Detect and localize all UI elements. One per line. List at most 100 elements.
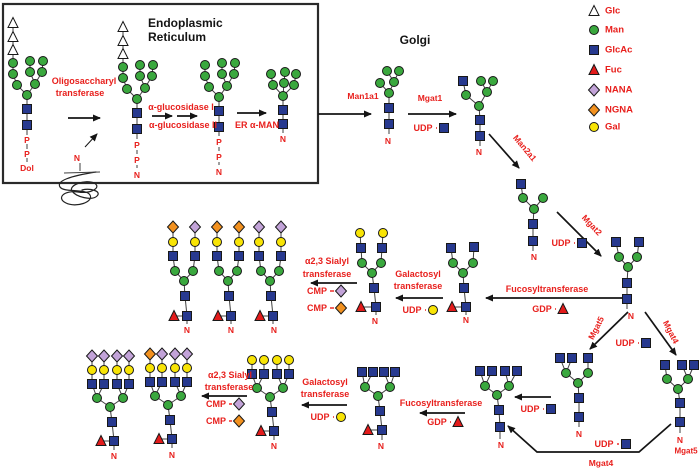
gal-icon xyxy=(276,237,286,247)
label-n: N xyxy=(280,134,286,144)
nana-icon xyxy=(97,349,111,363)
glcnac-icon xyxy=(371,302,381,312)
glcnac-icon xyxy=(528,236,538,246)
golgi-title: Golgi xyxy=(399,33,431,47)
gal-icon xyxy=(168,237,178,247)
man-icon xyxy=(278,91,288,101)
glcnac-icon xyxy=(574,393,584,403)
glcnac-icon xyxy=(555,353,565,363)
mgat5-product-glycan xyxy=(555,353,593,422)
sialylated-tetra-nana-glycan xyxy=(85,349,136,446)
donor-udp-gal: UDP xyxy=(310,412,346,422)
label-glucosidase-i: α-glucosidase I xyxy=(148,102,214,112)
nana-icon xyxy=(232,397,246,411)
label-transferase: transferase xyxy=(301,389,350,399)
label-n: N xyxy=(134,170,140,180)
man-icon xyxy=(105,402,115,412)
man-icon xyxy=(132,94,142,104)
donor-label: UDP xyxy=(310,412,329,422)
man-icon xyxy=(373,391,383,401)
glcnac-icon xyxy=(461,302,471,312)
man-icon xyxy=(8,69,18,79)
donor-label: UDP xyxy=(402,305,421,315)
glcnac-icon xyxy=(276,251,286,261)
glcnac-icon xyxy=(660,360,670,370)
man-icon xyxy=(37,67,47,77)
label-p: P xyxy=(134,140,140,150)
er-trimmed-glycan xyxy=(266,67,301,129)
fuc-icon xyxy=(255,424,267,436)
man-icon xyxy=(135,60,145,70)
ngna-icon xyxy=(232,220,246,234)
man-icon xyxy=(223,276,233,286)
man-icon xyxy=(222,81,232,91)
glcnac-icon xyxy=(375,406,385,416)
legend-label: NANA xyxy=(605,85,633,96)
label-n: N xyxy=(378,441,384,451)
label-galactosyl: Galactosyl xyxy=(302,377,348,387)
donor-udp-glcnac: UDP xyxy=(551,238,587,248)
glcnac-icon xyxy=(475,131,485,141)
man-icon xyxy=(229,69,239,79)
man-icon xyxy=(488,76,498,86)
man-icon xyxy=(217,69,227,79)
label-er-man: ER α-MAN xyxy=(235,120,279,130)
glcnac-icon xyxy=(145,377,155,387)
glcnac-icon xyxy=(369,283,379,293)
gal-icon xyxy=(124,365,134,375)
glcnac-icon xyxy=(182,377,192,387)
glcnac-icon xyxy=(500,366,510,376)
man-icon xyxy=(357,258,367,268)
label-2-3-sialyl: α2,3 Sialyl xyxy=(208,370,252,380)
label-mgat4: Mgat4 xyxy=(661,319,681,346)
fuc-icon xyxy=(452,415,464,427)
label-transferase: transferase xyxy=(303,269,352,279)
donor-cmp-ngna: CMP xyxy=(307,301,348,315)
reaction-arrow xyxy=(644,311,677,356)
nana-icon xyxy=(122,349,136,363)
man-icon xyxy=(232,266,242,276)
man-icon xyxy=(12,80,22,90)
glcnac-icon xyxy=(266,291,276,301)
donor-label: CMP xyxy=(307,286,327,296)
man-icon xyxy=(135,71,145,81)
nana-icon xyxy=(110,349,124,363)
reaction-arrow xyxy=(84,133,98,148)
glcnac-icon xyxy=(439,123,449,133)
label-transferase: transferase xyxy=(205,382,254,392)
man-icon xyxy=(118,73,128,83)
label-p: P xyxy=(24,135,30,145)
label-n: N xyxy=(463,315,469,325)
man-icon xyxy=(614,252,624,262)
man-icon xyxy=(474,101,484,111)
glcnac-icon xyxy=(87,379,97,389)
glcnac-icon xyxy=(22,104,32,114)
label-glucosidase-ii: α-glucosidase II xyxy=(149,120,217,130)
nana-icon xyxy=(334,284,348,298)
man-icon xyxy=(279,78,289,88)
label-dol: Dol xyxy=(20,163,34,173)
donor-udp-glcnac: UDP xyxy=(413,123,449,133)
glcnac-icon xyxy=(574,412,584,422)
man-icon xyxy=(561,368,571,378)
gal-icon xyxy=(355,228,365,238)
label-n: N xyxy=(169,450,175,460)
nana-icon xyxy=(155,347,169,361)
man-icon xyxy=(8,58,18,68)
gal-icon xyxy=(272,355,282,365)
man-icon xyxy=(367,268,377,278)
man-icon xyxy=(118,62,128,72)
label-n: N xyxy=(531,252,537,262)
glc-icon xyxy=(7,43,19,55)
donor-label: GDP xyxy=(532,304,552,314)
gal-icon xyxy=(336,412,346,422)
glcnac-icon xyxy=(494,405,504,415)
gal-icon xyxy=(284,355,294,365)
glcnac-icon xyxy=(377,425,387,435)
donor-cmp-nana: CMP xyxy=(307,284,348,298)
legend-item-glc: Glc xyxy=(588,4,620,17)
man-icon xyxy=(256,266,266,276)
man-icon xyxy=(389,77,399,87)
donor-udp-gal: UDP xyxy=(402,305,438,315)
